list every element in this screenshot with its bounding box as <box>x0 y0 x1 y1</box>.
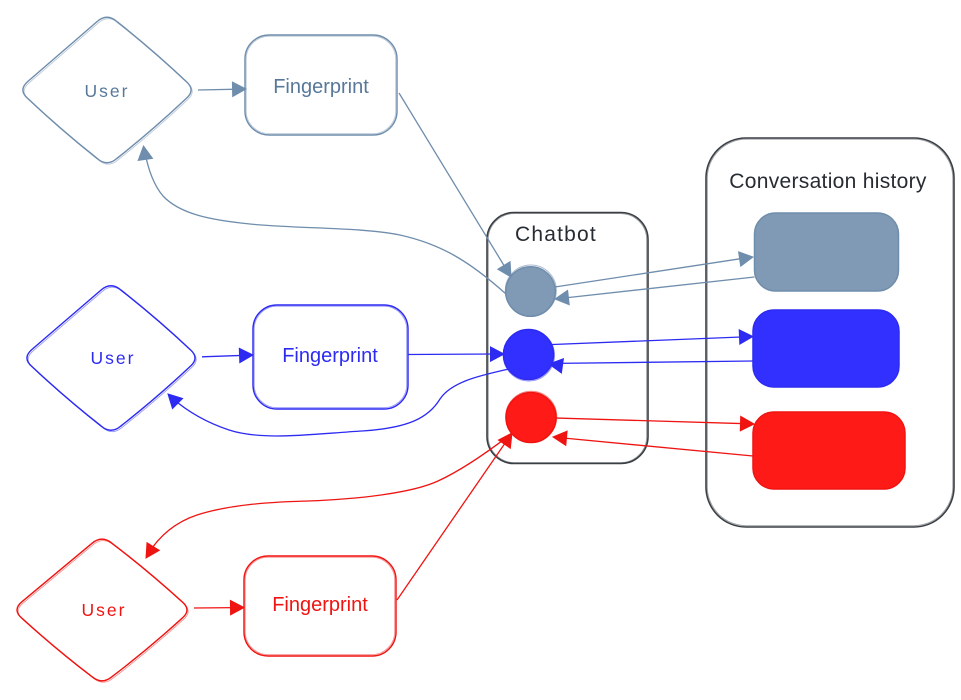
svg-text:Conversation history: Conversation history <box>729 170 927 193</box>
svg-text:User: User <box>91 348 136 368</box>
svg-text:Fingerprint: Fingerprint <box>272 594 368 616</box>
svg-text:User: User <box>85 81 130 101</box>
svg-text:User: User <box>82 600 127 620</box>
svg-text:Fingerprint: Fingerprint <box>273 76 369 98</box>
svg-text:Chatbot: Chatbot <box>515 223 597 246</box>
svg-text:Fingerprint: Fingerprint <box>282 345 378 367</box>
